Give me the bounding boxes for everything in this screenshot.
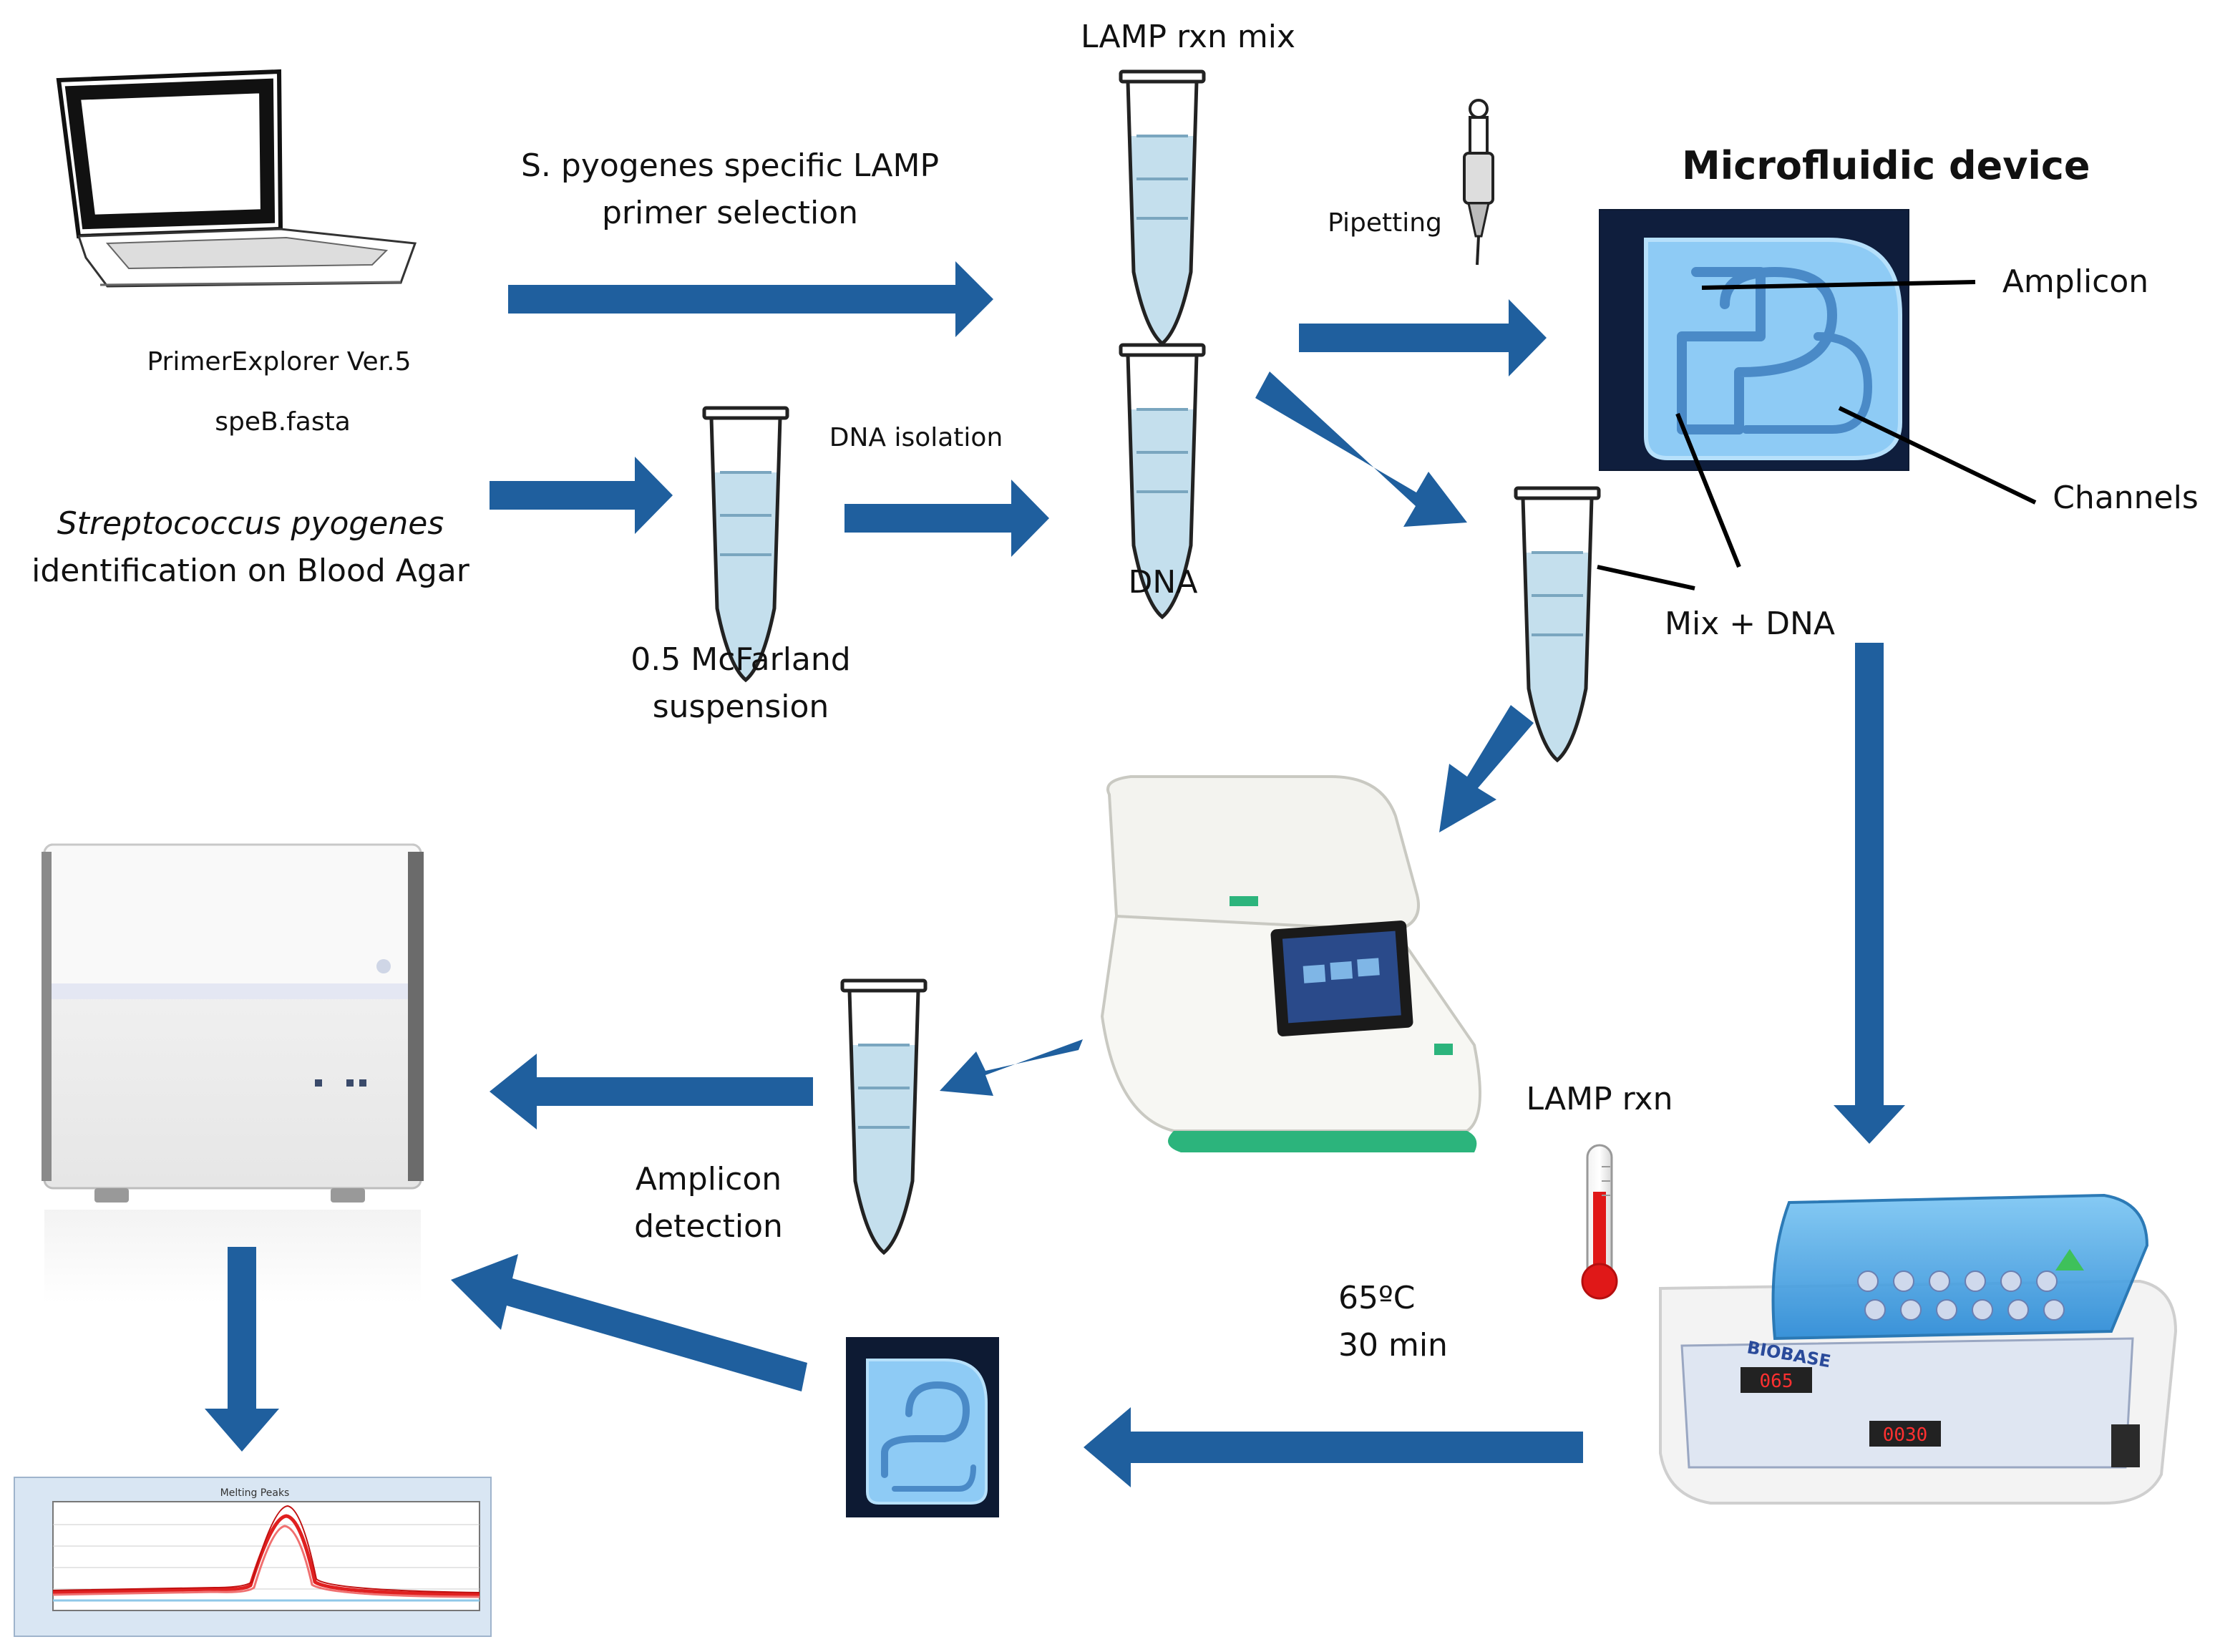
label-pipetting: Pipetting <box>1328 208 1442 238</box>
label-microfluidic-device: Microfluidic device <box>1682 143 2090 188</box>
label-amplicon-detection-2: detection <box>634 1208 783 1245</box>
pipette-icon <box>1463 99 1494 266</box>
arrow-tube-to-instrument <box>490 1054 813 1129</box>
label-amplicon-detection-1: Amplicon <box>635 1161 782 1197</box>
label-mix-dna: Mix + DNA <box>1665 606 1835 642</box>
arrow-suspension-to-dna <box>844 480 1049 557</box>
label-temperature: 65ºC <box>1338 1280 1416 1316</box>
tube-lamp-mix <box>1121 72 1204 344</box>
label-dna-isolation: DNA isolation <box>829 423 1003 452</box>
tube-amplicon <box>842 981 925 1253</box>
arrow-instrument-to-chart <box>205 1247 279 1452</box>
label-amplicon-callout: Amplicon <box>2002 263 2149 300</box>
chip-callout-lines <box>1597 280 2037 591</box>
display-right: 0030 <box>1883 1424 1928 1446</box>
arrow-heatblock-to-chip <box>1084 1407 1583 1487</box>
arrow-culture-to-suspension <box>490 457 673 534</box>
label-suspension: suspension <box>652 689 829 725</box>
label-dna: DNA <box>1128 564 1198 601</box>
microfluidic-chip-result <box>846 1337 999 1517</box>
realtime-pcr-instrument <box>42 843 424 1303</box>
label-strep-organism: Streptococcus pyogenes <box>57 505 444 542</box>
laptop-icon <box>56 69 417 288</box>
thermocycler-device <box>1100 775 1481 1152</box>
thermometer-icon <box>1581 1144 1618 1300</box>
label-channels: Channels <box>2053 480 2199 516</box>
arrow-tubes-to-chip <box>1299 299 1547 376</box>
label-primer-explorer: PrimerExplorer Ver.5 <box>147 347 412 376</box>
label-lamp-rxn: LAMP rxn <box>1526 1081 1673 1117</box>
microfluidic-chip <box>1599 209 1909 471</box>
label-time: 30 min <box>1338 1327 1448 1364</box>
heat-block-incubator: 065 0030 BIOBASE <box>1659 1193 2178 1505</box>
label-blood-agar: identification on Blood Agar <box>31 553 469 589</box>
arrow-chip-to-instrument <box>451 1254 807 1391</box>
melting-peaks-chart: Melting Peaks <box>14 1477 492 1637</box>
melt-chart-title: Melting Peaks <box>220 1487 290 1499</box>
arrow-dna-to-mix <box>1255 371 1467 527</box>
label-primer-selection-2: primer selection <box>601 195 858 231</box>
label-mcfarland: 0.5 McFarland <box>631 641 851 678</box>
flow-arrows <box>205 261 1905 1487</box>
display-left: 065 <box>1760 1371 1793 1392</box>
label-primer-selection-1: S. pyogenes specific LAMP <box>520 147 939 184</box>
arrow-thermocycler-to-tube <box>940 1039 1083 1096</box>
arrow-laptop-to-tubes <box>508 261 993 337</box>
label-speb-fasta: speB.fasta <box>215 407 351 437</box>
label-lamp-rxn-mix: LAMP rxn mix <box>1080 19 1296 55</box>
arrow-chip-to-heatblock <box>1834 643 1905 1144</box>
arrow-mix-to-thermocycler <box>1439 705 1534 832</box>
